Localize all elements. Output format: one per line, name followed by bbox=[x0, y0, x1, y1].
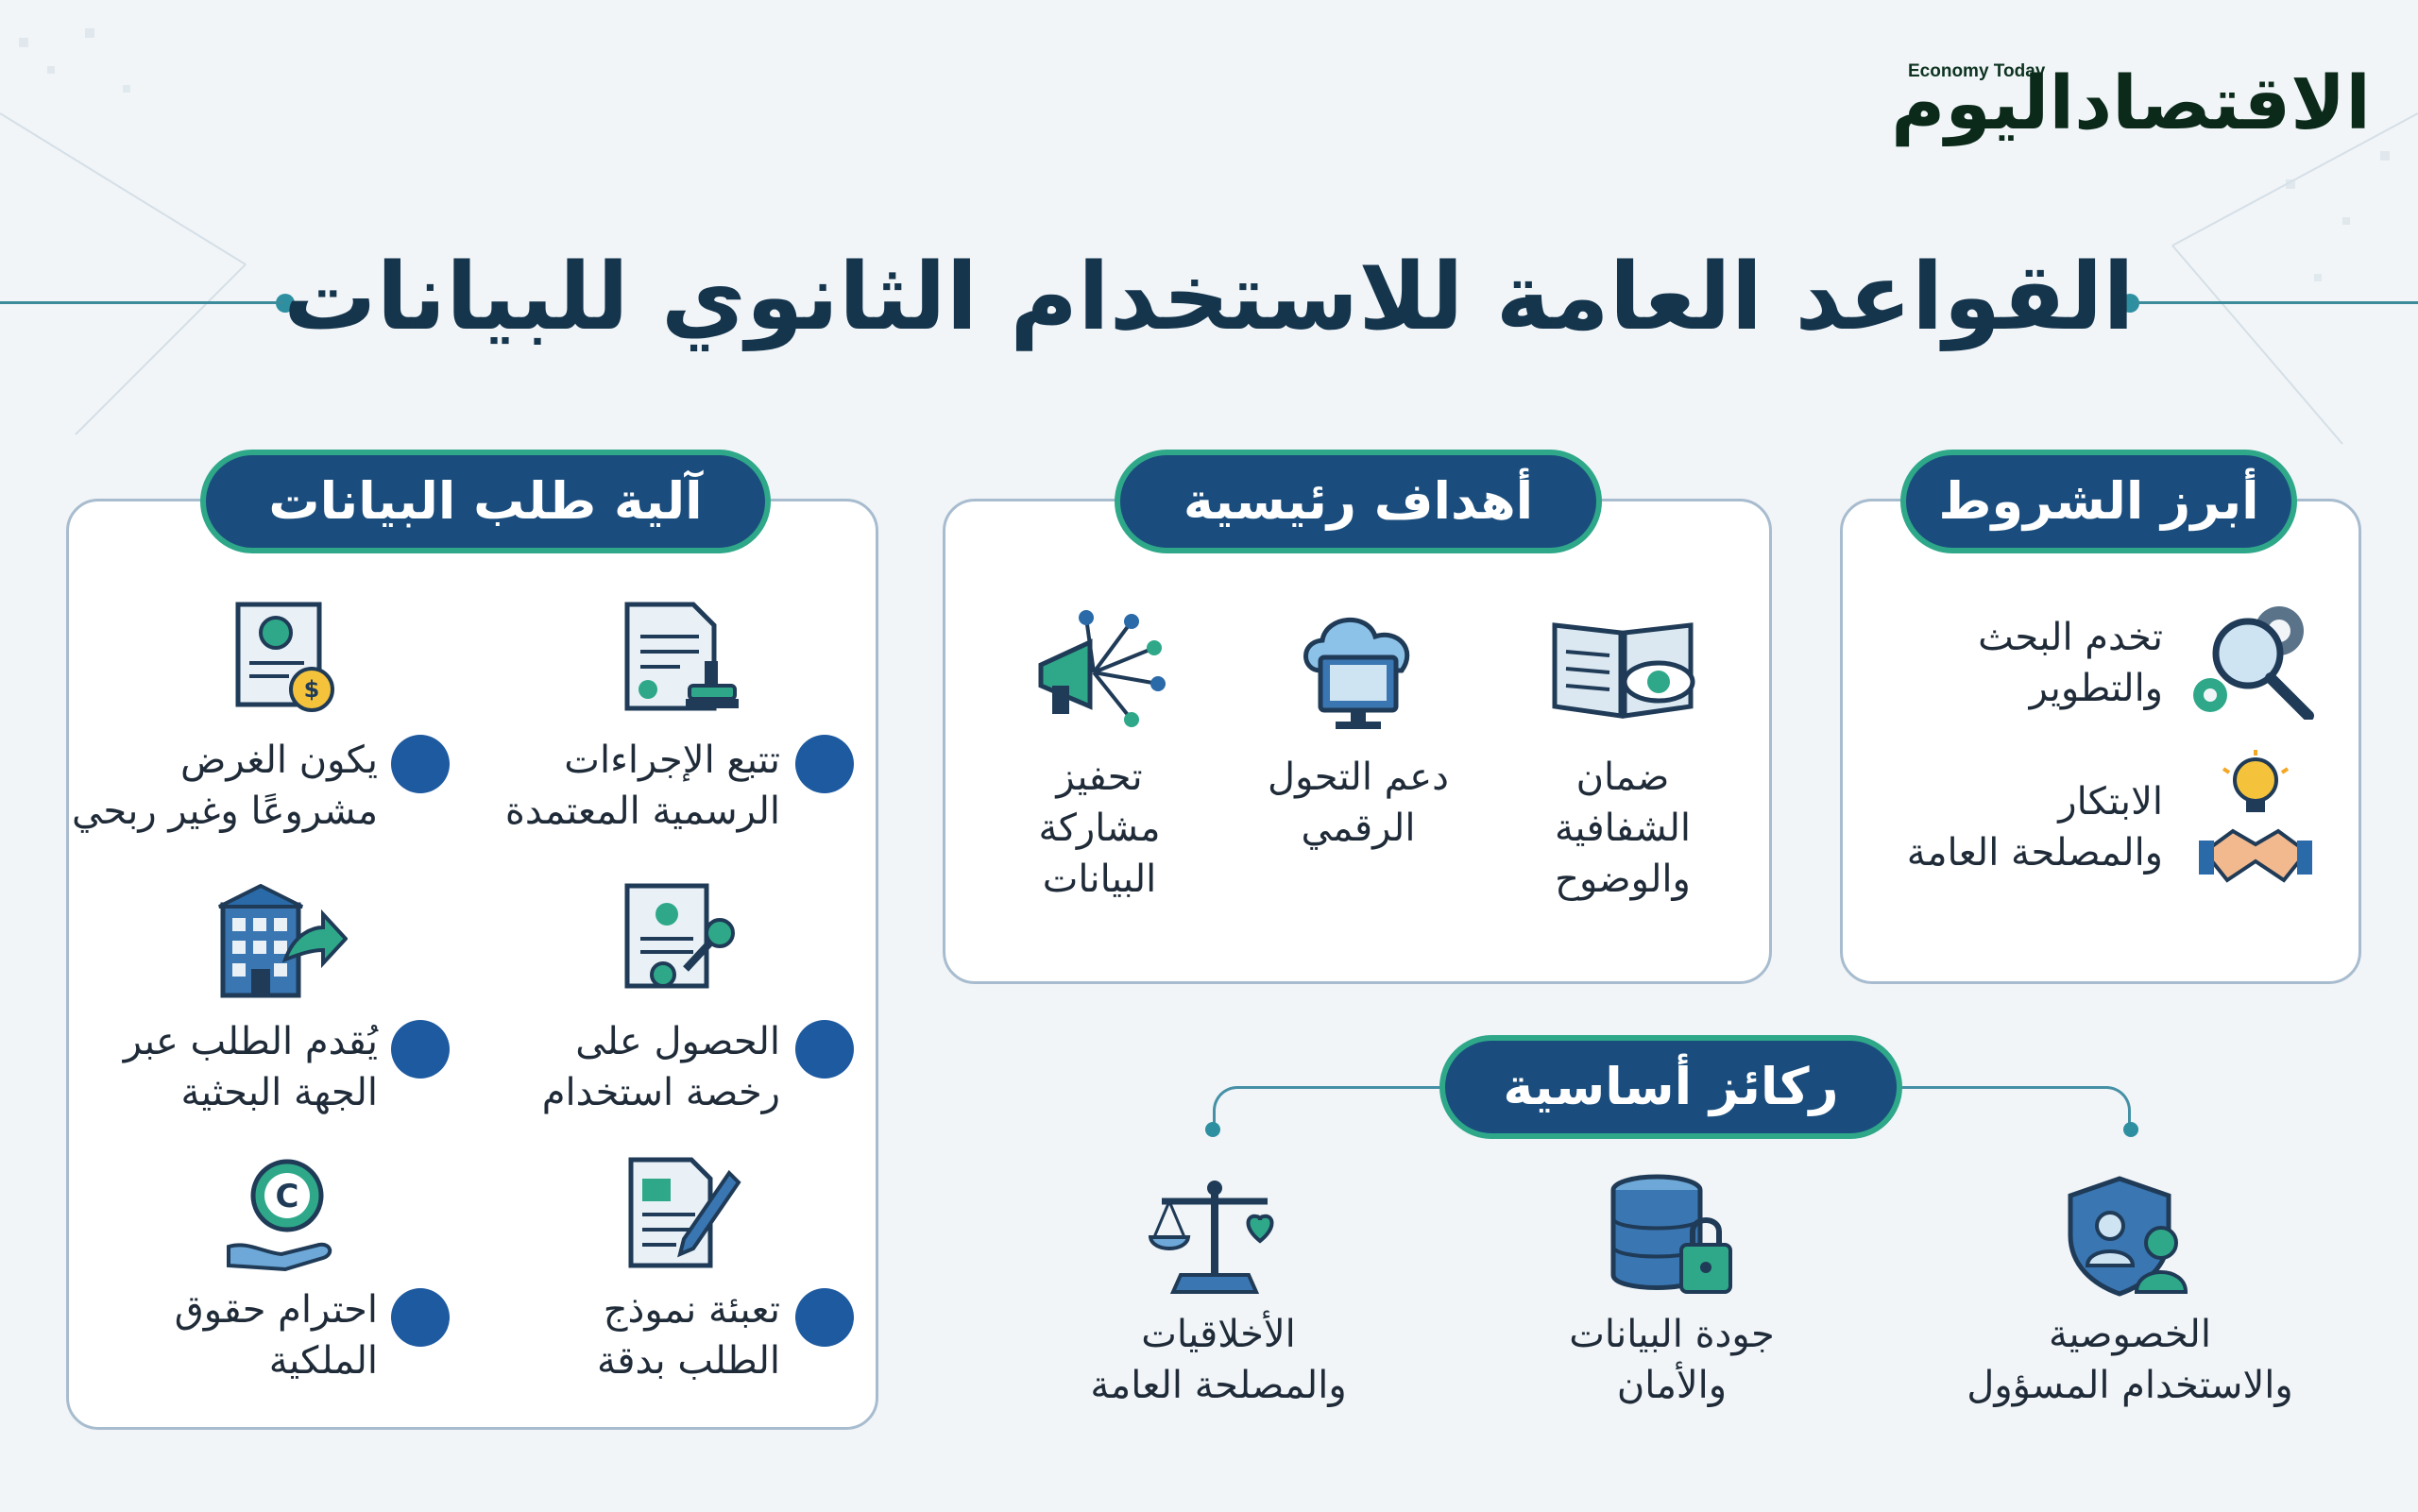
shield-user-icon bbox=[2068, 1176, 2188, 1297]
mechanism-item-5-line2: الطلب بدقة bbox=[596, 1339, 780, 1383]
pillar-3-text: الأخلاقيات والمصلحة العامة bbox=[1039, 1309, 1398, 1411]
title-right-dot bbox=[2120, 294, 2139, 313]
title-left-line bbox=[0, 301, 283, 304]
mechanism-item-4-text: يُقدم الطلب عبر الجهة البحثية bbox=[66, 1016, 378, 1118]
pillars-connector-left bbox=[1213, 1086, 1441, 1133]
pillar-1-line2: والاستخدام المسؤول bbox=[1967, 1364, 2293, 1407]
condition-2-text: الابتكار والمصلحة العامة bbox=[1842, 776, 2163, 878]
svg-text:$: $ bbox=[304, 676, 320, 703]
megaphone-network-icon bbox=[1038, 610, 1166, 727]
mechanism-item-3-line2: رخصة استخدام bbox=[541, 1071, 780, 1114]
form-pen-icon bbox=[628, 1157, 741, 1268]
pillars-connector-left-dot bbox=[1205, 1122, 1220, 1137]
mechanism-item-2-text: يكون الغرض مشروعًا وغير ربحي bbox=[66, 735, 378, 837]
goal-2-line1: دعم التحول bbox=[1268, 756, 1449, 799]
gears-magnifier-icon bbox=[2193, 606, 2314, 720]
pillar-2-line2: والأمان bbox=[1616, 1364, 1728, 1407]
mechanism-bullet-6 bbox=[391, 1288, 450, 1347]
logo-wordmark: الاقتصاداليوم bbox=[1891, 61, 2374, 146]
mechanism-bullet-4 bbox=[391, 1020, 450, 1079]
mechanism-item-4-line1: يُقدم الطلب عبر bbox=[123, 1020, 378, 1063]
title-right-line bbox=[2137, 301, 2418, 304]
mechanism-item-1-line1: تتبع الإجراءات bbox=[564, 739, 780, 782]
mechanism-item-6-line1: احترام حقوق bbox=[174, 1288, 378, 1332]
goal-1-line3: والوضوح bbox=[1555, 858, 1691, 901]
pillars-connector-right-dot bbox=[2123, 1122, 2138, 1137]
condition-1-text: تخدم البحث والتطوير bbox=[1842, 612, 2163, 714]
building-arrow-icon bbox=[218, 884, 348, 998]
open-book-eye-icon bbox=[1552, 622, 1695, 719]
goal-3-text: تحفيز مشاركة البيانات bbox=[990, 752, 1209, 905]
pillars-connector-right bbox=[1899, 1086, 2131, 1133]
database-lock-icon bbox=[1610, 1174, 1732, 1294]
pillar-2-line1: جودة البيانات bbox=[1569, 1313, 1775, 1356]
svg-text:C: C bbox=[276, 1178, 299, 1215]
pillar-3-line1: الأخلاقيات bbox=[1141, 1313, 1296, 1356]
mechanism-item-2-line1: يكون الغرض bbox=[179, 739, 378, 782]
goals-panel bbox=[943, 499, 1772, 984]
condition-2-line2: والمصلحة العامة bbox=[1906, 831, 2163, 875]
mechanism-bullet-5 bbox=[795, 1288, 854, 1347]
mechanism-item-5-text: تعبئة نموذج الطلب بدقة bbox=[453, 1284, 780, 1386]
document-stamp-icon bbox=[624, 602, 739, 711]
invoice-coin-icon: $ bbox=[235, 602, 334, 712]
goal-2-line2: الرقمي bbox=[1301, 807, 1416, 850]
condition-1-line1: تخدم البحث bbox=[1978, 616, 2163, 659]
lightbulb-handshake-icon bbox=[2199, 750, 2312, 883]
mechanism-item-5-line1: تعبئة نموذج bbox=[603, 1288, 780, 1332]
pillar-1-text: الخصوصية والاستخدام المسؤول bbox=[1908, 1309, 2352, 1411]
goal-3-line2: مشاركة bbox=[1038, 807, 1161, 850]
condition-2-line1: الابتكار bbox=[2058, 780, 2163, 824]
page-title: القواعد العامة للاستخدام الثانوي للبيانا… bbox=[283, 244, 2135, 351]
mechanism-item-6-text: احترام حقوق الملكية bbox=[66, 1284, 378, 1386]
certificate-key-icon bbox=[624, 883, 735, 989]
goal-1-line1: ضمان bbox=[1575, 756, 1670, 799]
mechanism-item-1-text: تتبع الإجراءات الرسمية المعتمدة bbox=[453, 735, 780, 837]
goal-1-line2: الشفافية bbox=[1554, 807, 1692, 850]
mechanism-heading: آلية طلب البيانات bbox=[200, 450, 771, 553]
cloud-monitor-icon bbox=[1303, 618, 1410, 729]
condition-1-line2: والتطوير bbox=[2029, 667, 2163, 710]
goal-3-line3: البيانات bbox=[1042, 858, 1157, 901]
goals-heading: أهداف رئيسية bbox=[1115, 450, 1602, 553]
mechanism-bullet-3 bbox=[795, 1020, 854, 1079]
conditions-panel bbox=[1840, 499, 2361, 984]
mechanism-bullet-2 bbox=[391, 735, 450, 793]
brand-logo: Economy Today الاقتصاداليوم bbox=[1891, 52, 2374, 156]
logo-subtitle: Economy Today bbox=[1908, 61, 2046, 81]
goal-3-line1: تحفيز bbox=[1056, 756, 1143, 799]
mechanism-item-6-line2: الملكية bbox=[268, 1339, 378, 1383]
mechanism-item-2-line2: مشروعًا وغير ربحي bbox=[72, 790, 378, 833]
mechanism-item-4-line2: الجهة البحثية bbox=[180, 1071, 379, 1114]
mechanism-item-1-line2: الرسمية المعتمدة bbox=[504, 790, 780, 833]
goal-1-text: ضمان الشفافية والوضوح bbox=[1490, 752, 1755, 905]
title-left-dot bbox=[276, 294, 295, 313]
mechanism-item-3-line1: الحصول على bbox=[575, 1020, 780, 1063]
pillar-3-line2: والمصلحة العامة bbox=[1090, 1364, 1347, 1407]
mechanism-bullet-1 bbox=[795, 735, 854, 793]
copyright-hand-icon: C bbox=[227, 1159, 332, 1272]
mechanism-item-3-text: الحصول على رخصة استخدام bbox=[453, 1016, 780, 1118]
pillar-2-text: جودة البيانات والأمان bbox=[1492, 1309, 1851, 1411]
conditions-heading: أبرز الشروط bbox=[1900, 450, 2297, 553]
goal-2-text: دعم التحول الرقمي bbox=[1226, 752, 1490, 854]
pillar-1-line1: الخصوصية bbox=[2049, 1313, 2211, 1356]
pillars-heading: ركائز أساسية bbox=[1439, 1035, 1902, 1139]
scales-heart-icon bbox=[1149, 1181, 1274, 1294]
